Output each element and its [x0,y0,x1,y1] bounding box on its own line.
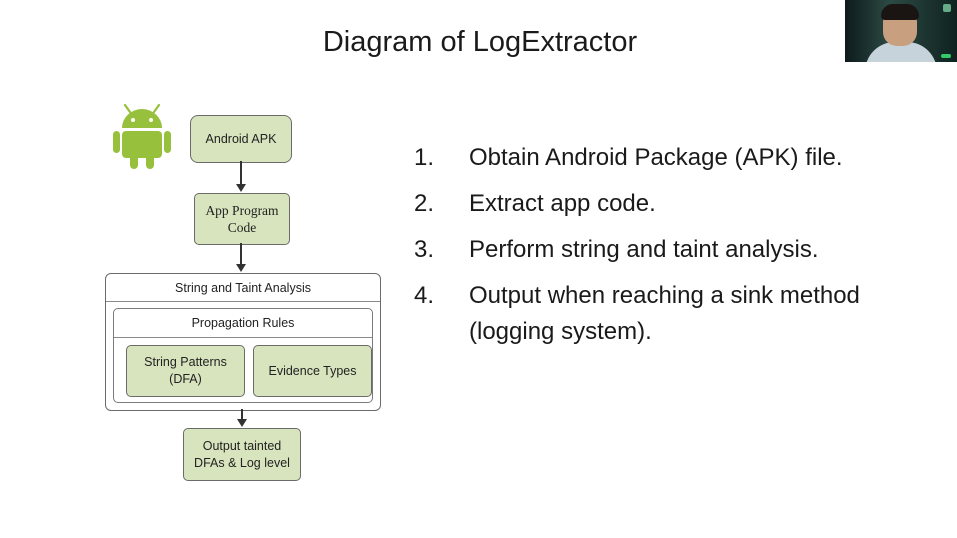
string-patterns-line1: String Patterns [144,355,227,369]
webcam-indicator-icon [943,4,951,12]
list-item: 2. Extract app code. [414,186,954,232]
evidence-types-node: Evidence Types [253,345,372,397]
output-line1: Output tainted [202,438,282,453]
arrow-analysis-to-output [241,409,243,420]
android-apk-node: Android APK [190,115,292,163]
slide-title: Diagram of LogExtractor [322,26,638,58]
output-node: Output tainted DFAs & Log level [183,428,301,481]
step-text: Obtain Android Package (APK) file. [469,144,843,171]
presenter-webcam-video[interactable] [845,0,957,62]
app-program-code-line1: App Program [205,203,279,218]
arrow-head-code-to-analysis [236,264,246,272]
arrow-apk-to-code [240,161,242,185]
string-patterns-line2: (DFA) [169,372,202,386]
step-text: Extract app code. [469,190,656,217]
list-item: 3. Perform string and taint analysis. [414,232,954,278]
app-program-code-line2: Code [227,220,257,235]
arrow-code-to-analysis [240,243,242,265]
arrow-head-apk-to-code [236,184,246,192]
analysis-divider [106,301,380,302]
step-number: 4. [414,282,435,309]
propagation-divider [114,337,372,338]
propagation-rules-group: Propagation Rules String Patterns (DFA) … [113,308,373,403]
presenter-hair [881,4,919,20]
evidence-types-label: Evidence Types [268,363,357,378]
output-line2: DFAs & Log level [194,455,290,470]
app-program-code-node: App Program Code [194,193,290,245]
string-taint-analysis-group: String and Taint Analysis Propagation Ru… [105,273,381,411]
microphone-level-icon [941,54,951,58]
step-text: Output when reaching a sink method (logg… [469,282,860,345]
android-apk-label: Android APK [205,131,277,146]
steps-list: 1. Obtain Android Package (APK) file. 2.… [414,140,954,358]
list-item: 1. Obtain Android Package (APK) file. [414,140,954,186]
step-number: 3. [414,236,435,263]
step-number: 2. [414,190,435,217]
list-item: 4. Output when reaching a sink method (l… [414,278,954,358]
arrow-head-analysis-to-output [237,419,247,427]
android-robot-icon [113,104,171,169]
step-text: Perform string and taint analysis. [469,236,819,263]
propagation-rules-label: Propagation Rules [191,316,295,330]
string-taint-analysis-label: String and Taint Analysis [175,281,311,295]
string-patterns-node: String Patterns (DFA) [126,345,245,397]
presenter-body [865,42,937,62]
step-number: 1. [414,144,435,171]
